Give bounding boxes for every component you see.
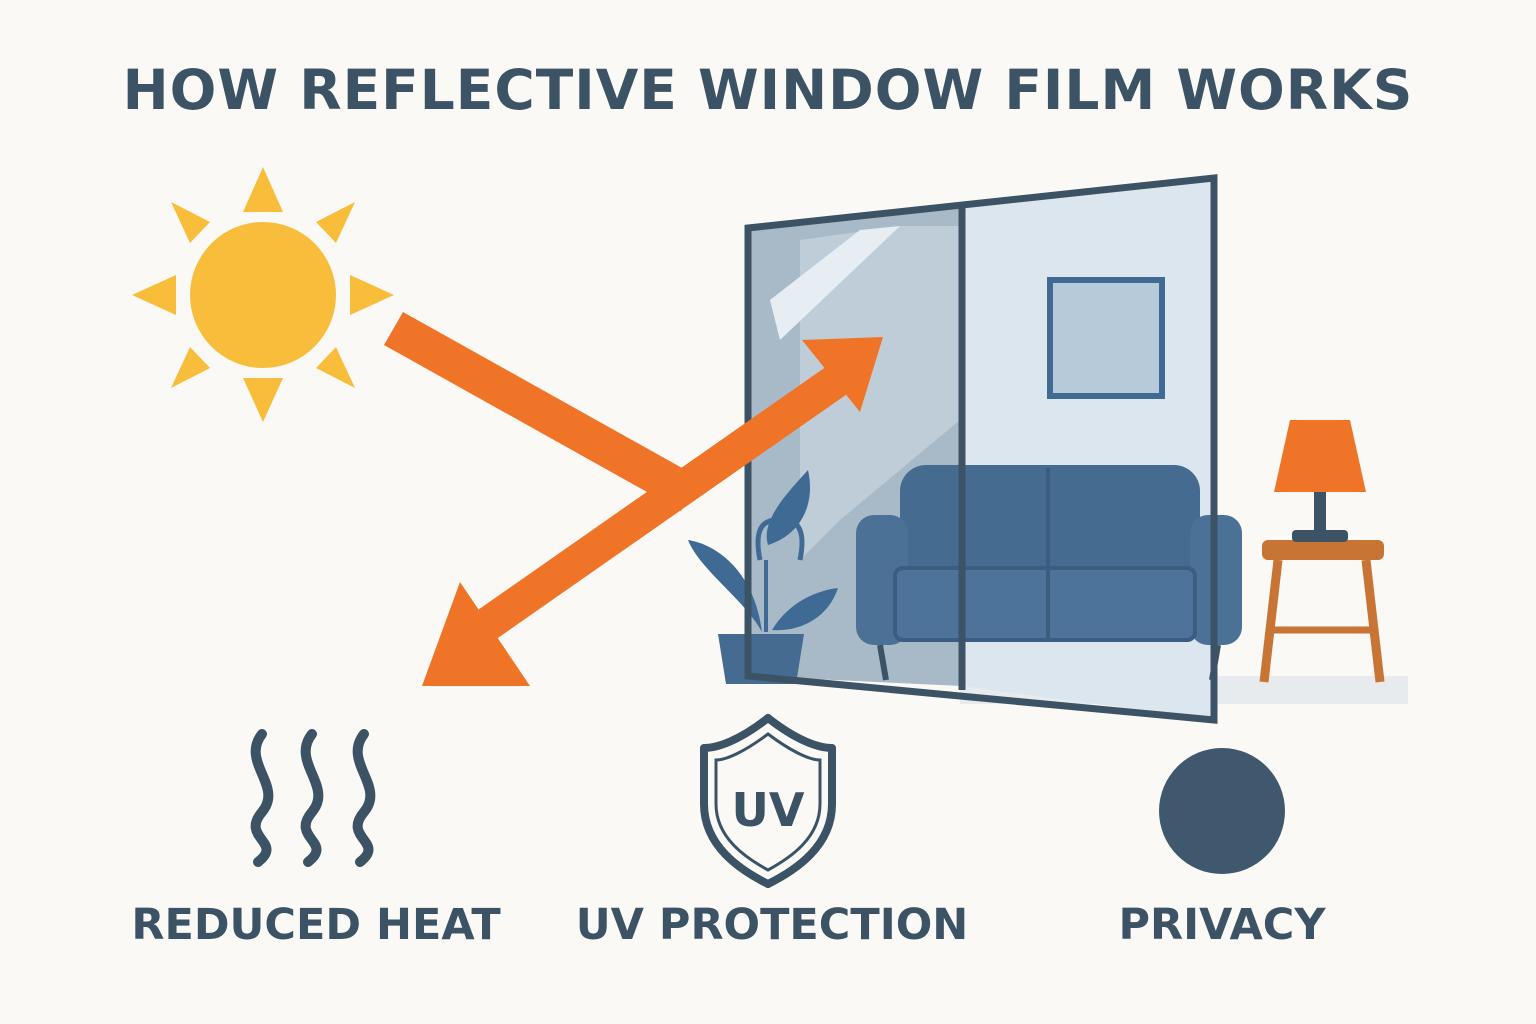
sun-icon bbox=[132, 167, 394, 422]
glass-reflection-light bbox=[770, 226, 900, 340]
table-lamp bbox=[1274, 420, 1366, 542]
benefit-label-reduced-heat: REDUCED HEAT bbox=[131, 900, 501, 950]
uv-shield-icon: UV bbox=[700, 714, 836, 888]
benefit-label-privacy: PRIVACY bbox=[1118, 900, 1326, 950]
reflected-light-arrow bbox=[422, 337, 883, 686]
window-frame bbox=[744, 174, 1218, 724]
incoming-light-arrow bbox=[384, 312, 700, 511]
heat-waves-icon bbox=[250, 729, 376, 867]
benefit-label-uv-protection: UV PROTECTION bbox=[575, 900, 969, 950]
uv-badge-text: UV bbox=[732, 783, 805, 837]
side-table bbox=[1259, 540, 1385, 683]
wall-picture bbox=[1047, 277, 1165, 399]
page-title: HOW REFLECTIVE WINDOW FILM WORKS bbox=[122, 58, 1414, 122]
window bbox=[688, 174, 1242, 724]
privacy-circle-icon bbox=[1159, 748, 1285, 874]
glass-reflection bbox=[800, 226, 960, 560]
potted-plant bbox=[688, 470, 838, 684]
